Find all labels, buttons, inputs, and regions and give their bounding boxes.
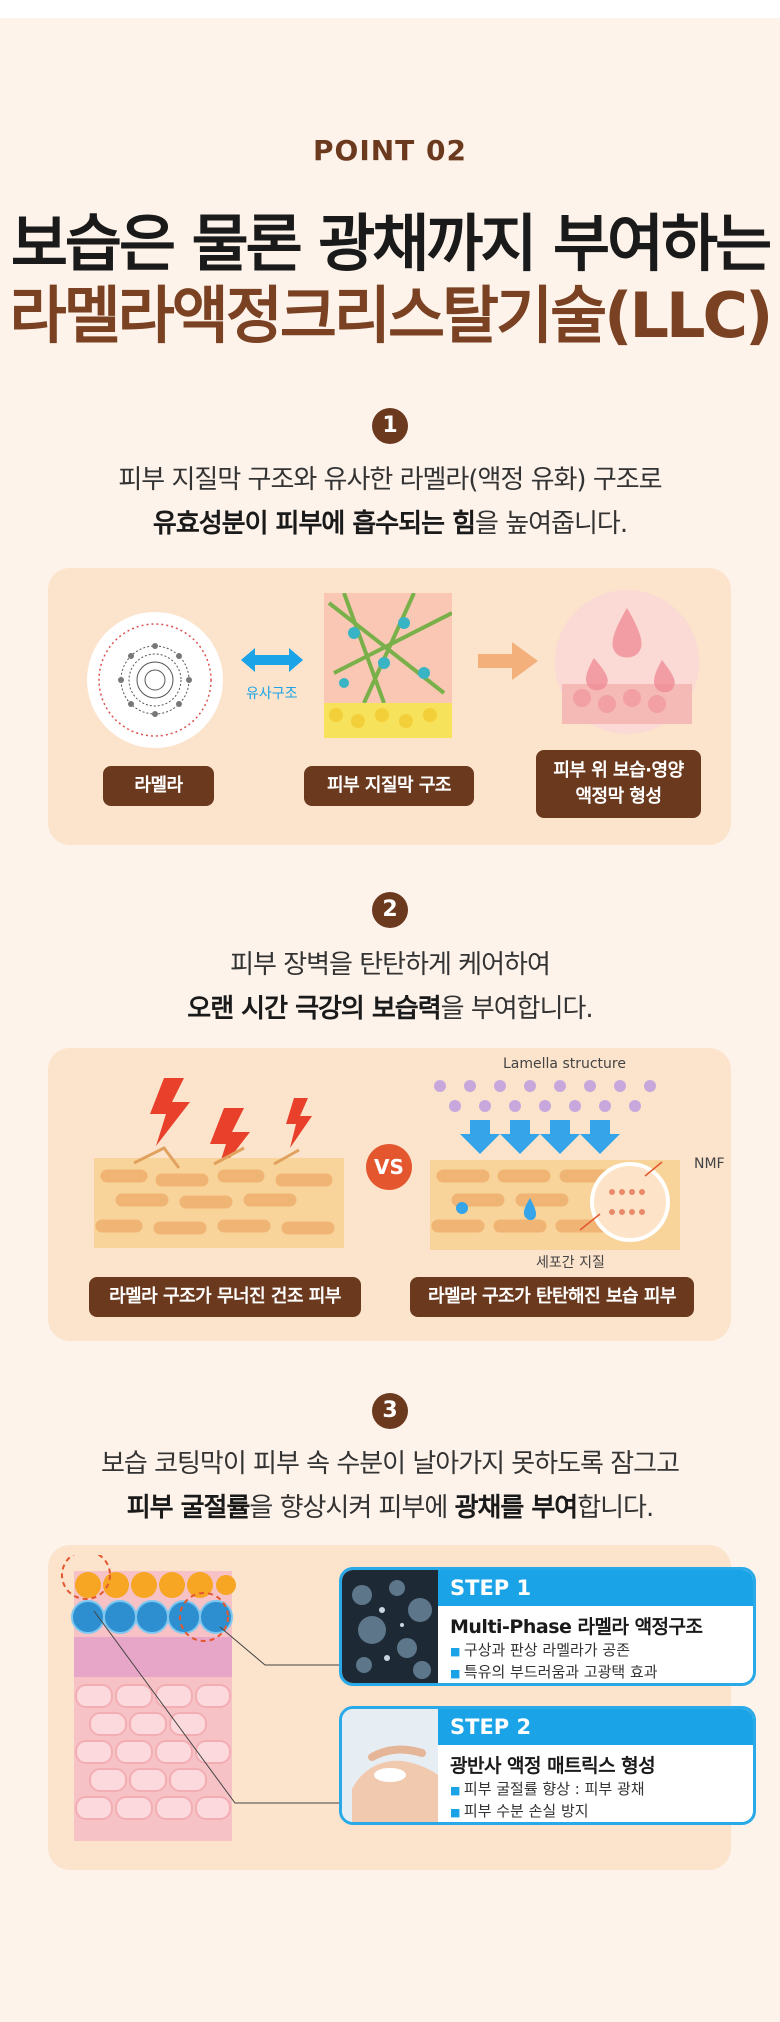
section2-desc-line2: 오랜 시간 극강의 보습력을 부여합니다.	[0, 987, 780, 1031]
lamella-illustration	[87, 612, 223, 748]
step2-title: 광반사 액정 매트릭스 형성	[450, 1755, 656, 1777]
pill-dry-skin: 라멜라 구조가 무너진 건조 피부	[89, 1277, 361, 1317]
section2-description: 피부 장벽을 탄탄하게 케어하여 오랜 시간 극강의 보습력을 부여합니다.	[0, 943, 780, 1031]
step1-bullet1: 구상과 판상 라멜라가 공존	[450, 1640, 658, 1662]
section2-number-badge: 2	[372, 892, 408, 928]
step2-bullet1: 피부 굴절률 향상 : 피부 광채	[450, 1779, 645, 1801]
section1-desc-rest: 을 높여줍니다.	[475, 509, 628, 539]
section1-panel: 유사구조	[48, 568, 731, 845]
intercellular-lipid-label: 세포간 지질	[536, 1255, 605, 1271]
skin-lipid-illustration	[324, 593, 452, 738]
pill-moisture-film: 피부 위 보습·영양 액정막 형성	[536, 750, 701, 818]
vs-badge: VS	[366, 1144, 412, 1190]
section1-number-badge: 1	[372, 408, 408, 444]
step1-title: Multi-Phase 라멜라 액정구조	[450, 1616, 703, 1638]
section3-desc-line2: 피부 굴절률을 향상시켜 피부에 광채를 부여합니다.	[0, 1486, 780, 1530]
moist-skin-illustration	[430, 1080, 680, 1250]
step2-bullets: 피부 굴절률 향상 : 피부 광채 피부 수분 손실 방지	[450, 1779, 645, 1822]
section3-panel: STEP 1 Multi-Phase 라멜라 액정구조 구상과 판상 라멜라가 …	[48, 1545, 756, 1870]
section2-panel: VS Lamella structure	[48, 1048, 731, 1341]
coating-layer-illustration	[61, 1555, 340, 1841]
step1-card: STEP 1 Multi-Phase 라멜라 액정구조 구상과 판상 라멜라가 …	[339, 1567, 756, 1686]
headline-line2: 라멜라액정크리스탈기술(LLC)	[9, 279, 774, 352]
section2-desc-bold: 오랜 시간 극강의 보습력	[187, 994, 441, 1024]
step2-bullet2: 피부 수분 손실 방지	[450, 1801, 645, 1822]
double-arrow-icon	[241, 648, 303, 672]
section3-desc-bold1: 피부 굴절률	[126, 1493, 251, 1523]
section2-desc-rest: 을 부여합니다.	[440, 994, 594, 1024]
product-detail-page: POINT 02 보습은 물론 광채까지 부여하는 라멜라액정크리스탈기술(LL…	[0, 18, 780, 2022]
section3-description: 보습 코팅막이 피부 속 수분이 날아가지 못하도록 잠그고 피부 굴절률을 향…	[0, 1442, 780, 1530]
nmf-label: NMF	[694, 1156, 725, 1172]
section1-description: 피부 지질막 구조와 유사한 라멜라(액정 유화) 구조로 유효성분이 피부에 …	[0, 458, 780, 546]
pill-moisture-line1: 피부 위 보습·영양	[553, 760, 684, 781]
headline-line1: 보습은 물론 광채까지 부여하는	[10, 207, 772, 280]
section3-number-badge: 3	[372, 1393, 408, 1429]
section2-desc-line1: 피부 장벽을 탄탄하게 케어하여	[230, 950, 551, 980]
section3-desc-mid: 을 향상시켜 피부에	[249, 1493, 455, 1523]
section3-desc-bold2: 광채를 부여	[454, 1493, 579, 1523]
arrow-right-icon	[478, 642, 538, 680]
pill-moist-skin: 라멜라 구조가 탄탄해진 보습 피부	[410, 1277, 694, 1317]
section1-desc-line2: 유효성분이 피부에 흡수되는 힘을 높여줍니다.	[0, 502, 780, 546]
point-label: POINT 02	[313, 134, 467, 167]
step2-hand-image	[342, 1709, 438, 1822]
dry-skin-illustration	[94, 1078, 344, 1248]
lamella-structure-label: Lamella structure	[503, 1056, 626, 1072]
similar-structure-label: 유사구조	[246, 686, 298, 702]
pill-skin-lipid: 피부 지질막 구조	[304, 766, 474, 806]
step1-microscope-image	[342, 1570, 438, 1683]
step1-bullets: 구상과 판상 라멜라가 공존 특유의 부드러움과 고광택 효과	[450, 1640, 658, 1683]
pill-moisture-line2: 액정막 형성	[575, 786, 662, 807]
section1-desc-bold: 유효성분이 피부에 흡수되는 힘	[152, 509, 476, 539]
droplet-skin-illustration	[555, 590, 699, 734]
step2-card: STEP 2 광반사 액정 매트릭스 형성 피부 굴절률 향상 : 피부 광채 …	[339, 1706, 756, 1825]
section3-desc-line1: 보습 코팅막이 피부 속 수분이 날아가지 못하도록 잠그고	[100, 1449, 680, 1479]
section3-desc-rest: 합니다.	[577, 1493, 654, 1523]
step1-bullet2: 특유의 부드러움과 고광택 효과	[450, 1662, 658, 1683]
step2-header: STEP 2	[438, 1709, 753, 1745]
section1-desc-line1: 피부 지질막 구조와 유사한 라멜라(액정 유화) 구조로	[118, 465, 662, 495]
pill-lamella: 라멜라	[103, 766, 214, 806]
step1-header: STEP 1	[438, 1570, 753, 1606]
